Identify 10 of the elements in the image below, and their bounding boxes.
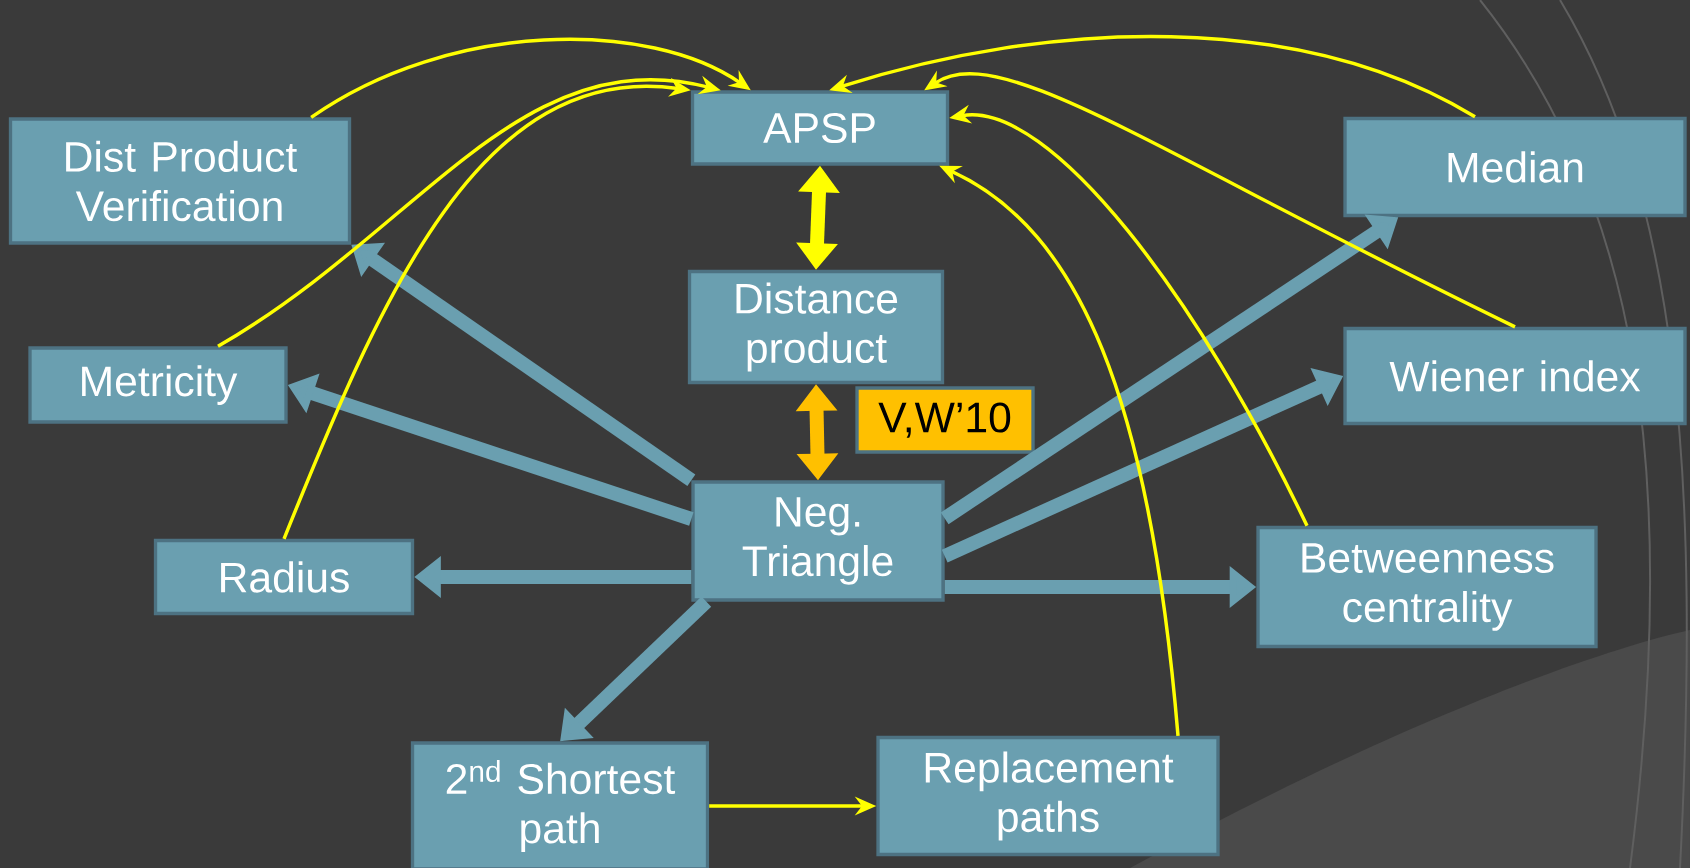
process-box: Distance product	[687, 269, 945, 385]
process-box: Neg. Triangle	[691, 480, 945, 602]
process-box: Betweenness centrality	[1256, 525, 1598, 649]
process-box: Replacement paths	[876, 735, 1220, 857]
process-box: Dist Product Verification	[8, 117, 352, 245]
note-box: V,W’10	[855, 386, 1035, 454]
process-box: Wiener index	[1343, 326, 1687, 426]
process-box: APSP	[690, 90, 950, 166]
process-box: Median	[1343, 116, 1687, 218]
process-box: 2$^{nd}$ Shortest path	[410, 741, 710, 868]
